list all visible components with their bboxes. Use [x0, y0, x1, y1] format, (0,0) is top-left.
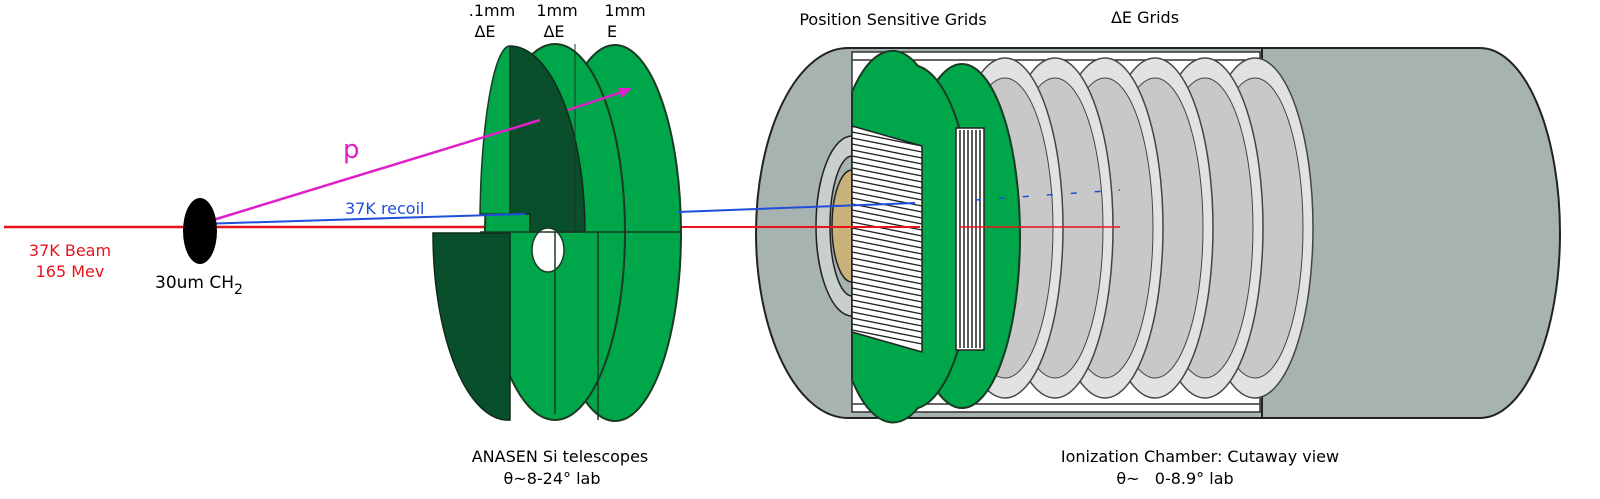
horizontal-wire [851, 209, 923, 225]
horizontal-wire [851, 245, 923, 261]
horizontal-wire [851, 257, 923, 273]
position-grids-label: Position Sensitive Grids [799, 10, 986, 29]
target-label: 30um CH2 [155, 273, 243, 298]
horizontal-wire [851, 185, 923, 201]
recoil-label: 37K recoil [345, 199, 424, 218]
layer1-type: ΔE [474, 22, 495, 41]
horizontal-wire [851, 167, 923, 183]
horizontal-wire [851, 329, 923, 345]
chamber-back-shell [1259, 47, 1561, 419]
horizontal-wire [851, 311, 923, 327]
layer2-type: ΔE [543, 22, 564, 41]
horizontal-wire [851, 281, 923, 297]
horizontal-wire [851, 161, 923, 177]
telescope-caption: ANASEN Si telescopes [472, 447, 649, 466]
horizontal-wire [851, 317, 923, 333]
horizontal-wire [851, 275, 923, 291]
horizontal-wire [851, 251, 923, 267]
horizontal-wire [851, 203, 923, 219]
horizontal-wire [851, 239, 923, 255]
anasen-si-telescopes [432, 43, 682, 422]
horizontal-wire [851, 137, 923, 153]
horizontal-wire [851, 173, 923, 189]
horizontal-wire [851, 221, 923, 237]
recoil-trajectory-chamber [677, 202, 916, 213]
telescope-center-hole [531, 227, 565, 273]
horizontal-wire [851, 131, 923, 147]
recoil-trajectory [199, 213, 526, 225]
horizontal-wire [851, 263, 923, 279]
target-foil [183, 198, 217, 264]
horizontal-wire [851, 233, 923, 249]
proton-trajectory [199, 118, 541, 226]
chamber-caption: Ionization Chamber: Cutaway view [1061, 447, 1339, 466]
horizontal-wire [851, 149, 923, 165]
layer1-thickness: .1mm [469, 1, 515, 20]
ionization-chamber [755, 47, 1561, 424]
vertical-wire-grid [955, 127, 985, 351]
chamber-angle: θ~ 0-8.9° lab [1116, 469, 1233, 488]
si-thin-de-lower [432, 232, 511, 421]
beam-label-line1: 37K Beam [29, 241, 111, 260]
horizontal-wire [851, 155, 923, 171]
beam-label-line2: 165 Mev [36, 262, 105, 281]
horizontal-wire-grid [851, 125, 923, 353]
si-thin-de-upper [509, 45, 586, 233]
horizontal-wire [851, 287, 923, 303]
horizontal-wire [851, 323, 923, 339]
layer2-thickness: 1mm [536, 1, 577, 20]
delta-e-grids-label: ΔE Grids [1111, 8, 1179, 27]
proton-arrowhead [618, 88, 632, 98]
layer3-type: E [607, 22, 617, 41]
horizontal-wire [851, 269, 923, 285]
target-label-subscript: 2 [234, 282, 243, 298]
horizontal-wire [851, 293, 923, 309]
telescope-angle: θ~8-24° lab [504, 469, 601, 488]
horizontal-wire [851, 305, 923, 321]
horizontal-wire [851, 227, 923, 243]
horizontal-wire [851, 143, 923, 159]
horizontal-wire [851, 179, 923, 195]
horizontal-wire [851, 299, 923, 315]
layer3-thickness: 1mm [604, 1, 645, 20]
proton-trajectory-through [567, 90, 623, 112]
proton-label: p [343, 135, 360, 165]
